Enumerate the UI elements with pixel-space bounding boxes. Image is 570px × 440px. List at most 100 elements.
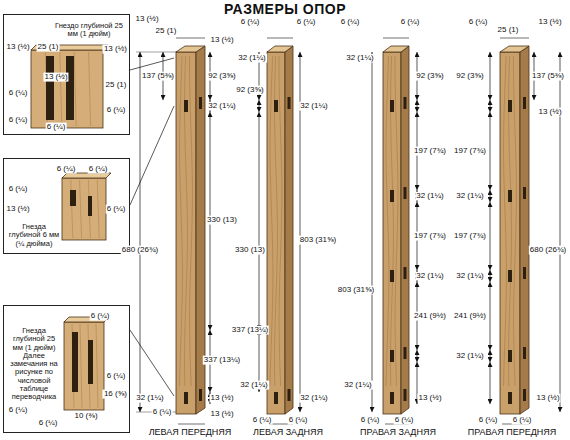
dimension-label: 92 (3⅝) — [415, 72, 445, 81]
dimension-line — [490, 190, 491, 202]
mortise — [508, 350, 512, 362]
dimension-label: 25 (1) — [497, 26, 520, 35]
dimension-label: 92 (3⅝) — [207, 72, 237, 81]
dimension-label: 6 (¼) — [90, 312, 111, 321]
dimension-label: 25 (1) — [105, 81, 128, 90]
dimension-label: 197 (7¾) — [413, 232, 447, 241]
wood-grain — [74, 52, 76, 126]
dimension-label: 13 (½) — [5, 43, 30, 52]
dimension-line — [383, 38, 401, 39]
mortise — [274, 392, 278, 404]
dimension-label: 6 (¼) — [468, 18, 489, 27]
dimension-label: 6 (¼) — [8, 116, 29, 125]
dimension-label: 197 (7¾) — [453, 147, 487, 156]
dimension-label: 32 (1¼) — [345, 54, 375, 63]
dimension-label: 32 (1¼) — [415, 272, 445, 281]
dimension-label: 10 (⅜) — [73, 412, 98, 421]
dimension-label: 32 (1¼) — [343, 381, 373, 390]
dimension-label: 6 (¼) — [400, 18, 421, 27]
dimension-label: 241 (9½) — [413, 312, 447, 321]
wood-grain — [179, 56, 182, 386]
post-top — [500, 46, 529, 52]
wood-block — [62, 173, 111, 240]
mortise — [66, 56, 74, 120]
dimension-label: 6 (¼) — [8, 185, 29, 194]
dimension-label: 13 (½) — [134, 15, 159, 24]
dimension-line — [490, 282, 491, 350]
wood-grain — [60, 52, 62, 126]
wood-grain — [89, 52, 91, 126]
dimension-label: 6 (¼) — [478, 416, 499, 425]
dimension-label: 32 (1¼) — [207, 102, 237, 111]
mortise — [404, 267, 407, 279]
mortise — [184, 100, 188, 112]
mortise — [508, 100, 512, 112]
dimension-label: 32 (1¼) — [237, 54, 267, 63]
leg-post — [267, 38, 293, 424]
dimension-label: 13 (½) — [417, 394, 442, 403]
dimension-line — [490, 202, 491, 270]
post-front — [176, 52, 196, 414]
mortise — [274, 100, 278, 112]
mortise — [508, 392, 512, 404]
dimension-label: 32 (1¼) — [455, 192, 485, 201]
dimension-label: 92 (3⅝) — [235, 86, 265, 95]
dimension-label: 137 (5⅜) — [531, 72, 565, 81]
mortise — [523, 389, 526, 401]
wood-grain — [189, 56, 192, 386]
dimension-line — [140, 52, 141, 412]
wood-grain — [185, 56, 188, 386]
extension-line — [136, 52, 176, 53]
dimension-line — [490, 100, 491, 112]
leader-line — [130, 106, 174, 205]
wood-grain — [386, 56, 389, 386]
dimension-label: 32 (1¼) — [455, 272, 485, 281]
dimension-label: 6 (¼) — [240, 18, 261, 27]
mortise — [184, 392, 188, 404]
dimension-label: 6 (¼) — [394, 416, 415, 425]
dimension-label: 6 (¼) — [46, 123, 67, 132]
post-side — [520, 46, 529, 414]
post-top — [267, 46, 293, 52]
dimension-line — [267, 38, 285, 39]
dimension-label: 13 (½) — [209, 36, 234, 45]
dimension-label: 680 (26¾) — [121, 246, 159, 255]
dimension-label: 32 (1¼) — [299, 102, 329, 111]
wood-grain — [503, 56, 506, 386]
leader-line — [130, 330, 174, 396]
dimension-line — [178, 424, 205, 425]
dimension-label: 803 (31⅝) — [299, 236, 337, 245]
dimension-line — [490, 112, 491, 190]
dimension-label: 25 (1) — [155, 27, 178, 36]
dimension-label: 6 (¼) — [88, 165, 109, 174]
dimension-label: 197 (7¾) — [453, 232, 487, 241]
dimension-label: 6 (¼) — [512, 416, 533, 425]
title: РАЗМЕРЫ ОПОР — [224, 1, 346, 17]
detail-inset: Гнезда глубиной 25 мм (1 дюйм) Далее зам… — [3, 305, 130, 433]
dimension-label: 13 (½) — [535, 394, 560, 403]
dimension-label: 13 (½) — [5, 205, 30, 214]
dimension-line — [259, 100, 260, 112]
mortise — [523, 347, 526, 359]
dimension-line — [372, 52, 373, 412]
dimension-label: 6 (¼) — [288, 416, 309, 425]
mortise — [390, 350, 394, 362]
dimension-line — [196, 38, 205, 39]
dimension-label: 330 (13) — [206, 216, 238, 225]
mortise — [88, 196, 92, 216]
posts — [176, 38, 529, 424]
dimension-label: 330 (13) — [234, 246, 266, 255]
dimension-line — [490, 270, 491, 282]
dimension-label: 6 (¼) — [8, 406, 29, 415]
detail-inset: 6 (¼)6 (¼)6 (¼)6 (¼)13 (½)Гнезда глубино… — [3, 158, 130, 254]
wood-grain — [509, 56, 512, 386]
dimension-label: 13 (½) — [43, 73, 68, 82]
wood-grain — [80, 324, 82, 408]
leader-lines — [130, 58, 174, 396]
mortise — [404, 97, 407, 109]
dimension-line — [401, 38, 409, 39]
dimension-label: 25 (1) — [37, 43, 60, 52]
mortise — [523, 97, 526, 109]
part-name: ЛЕВАЯ ЗАДНЯЯ — [252, 428, 324, 438]
